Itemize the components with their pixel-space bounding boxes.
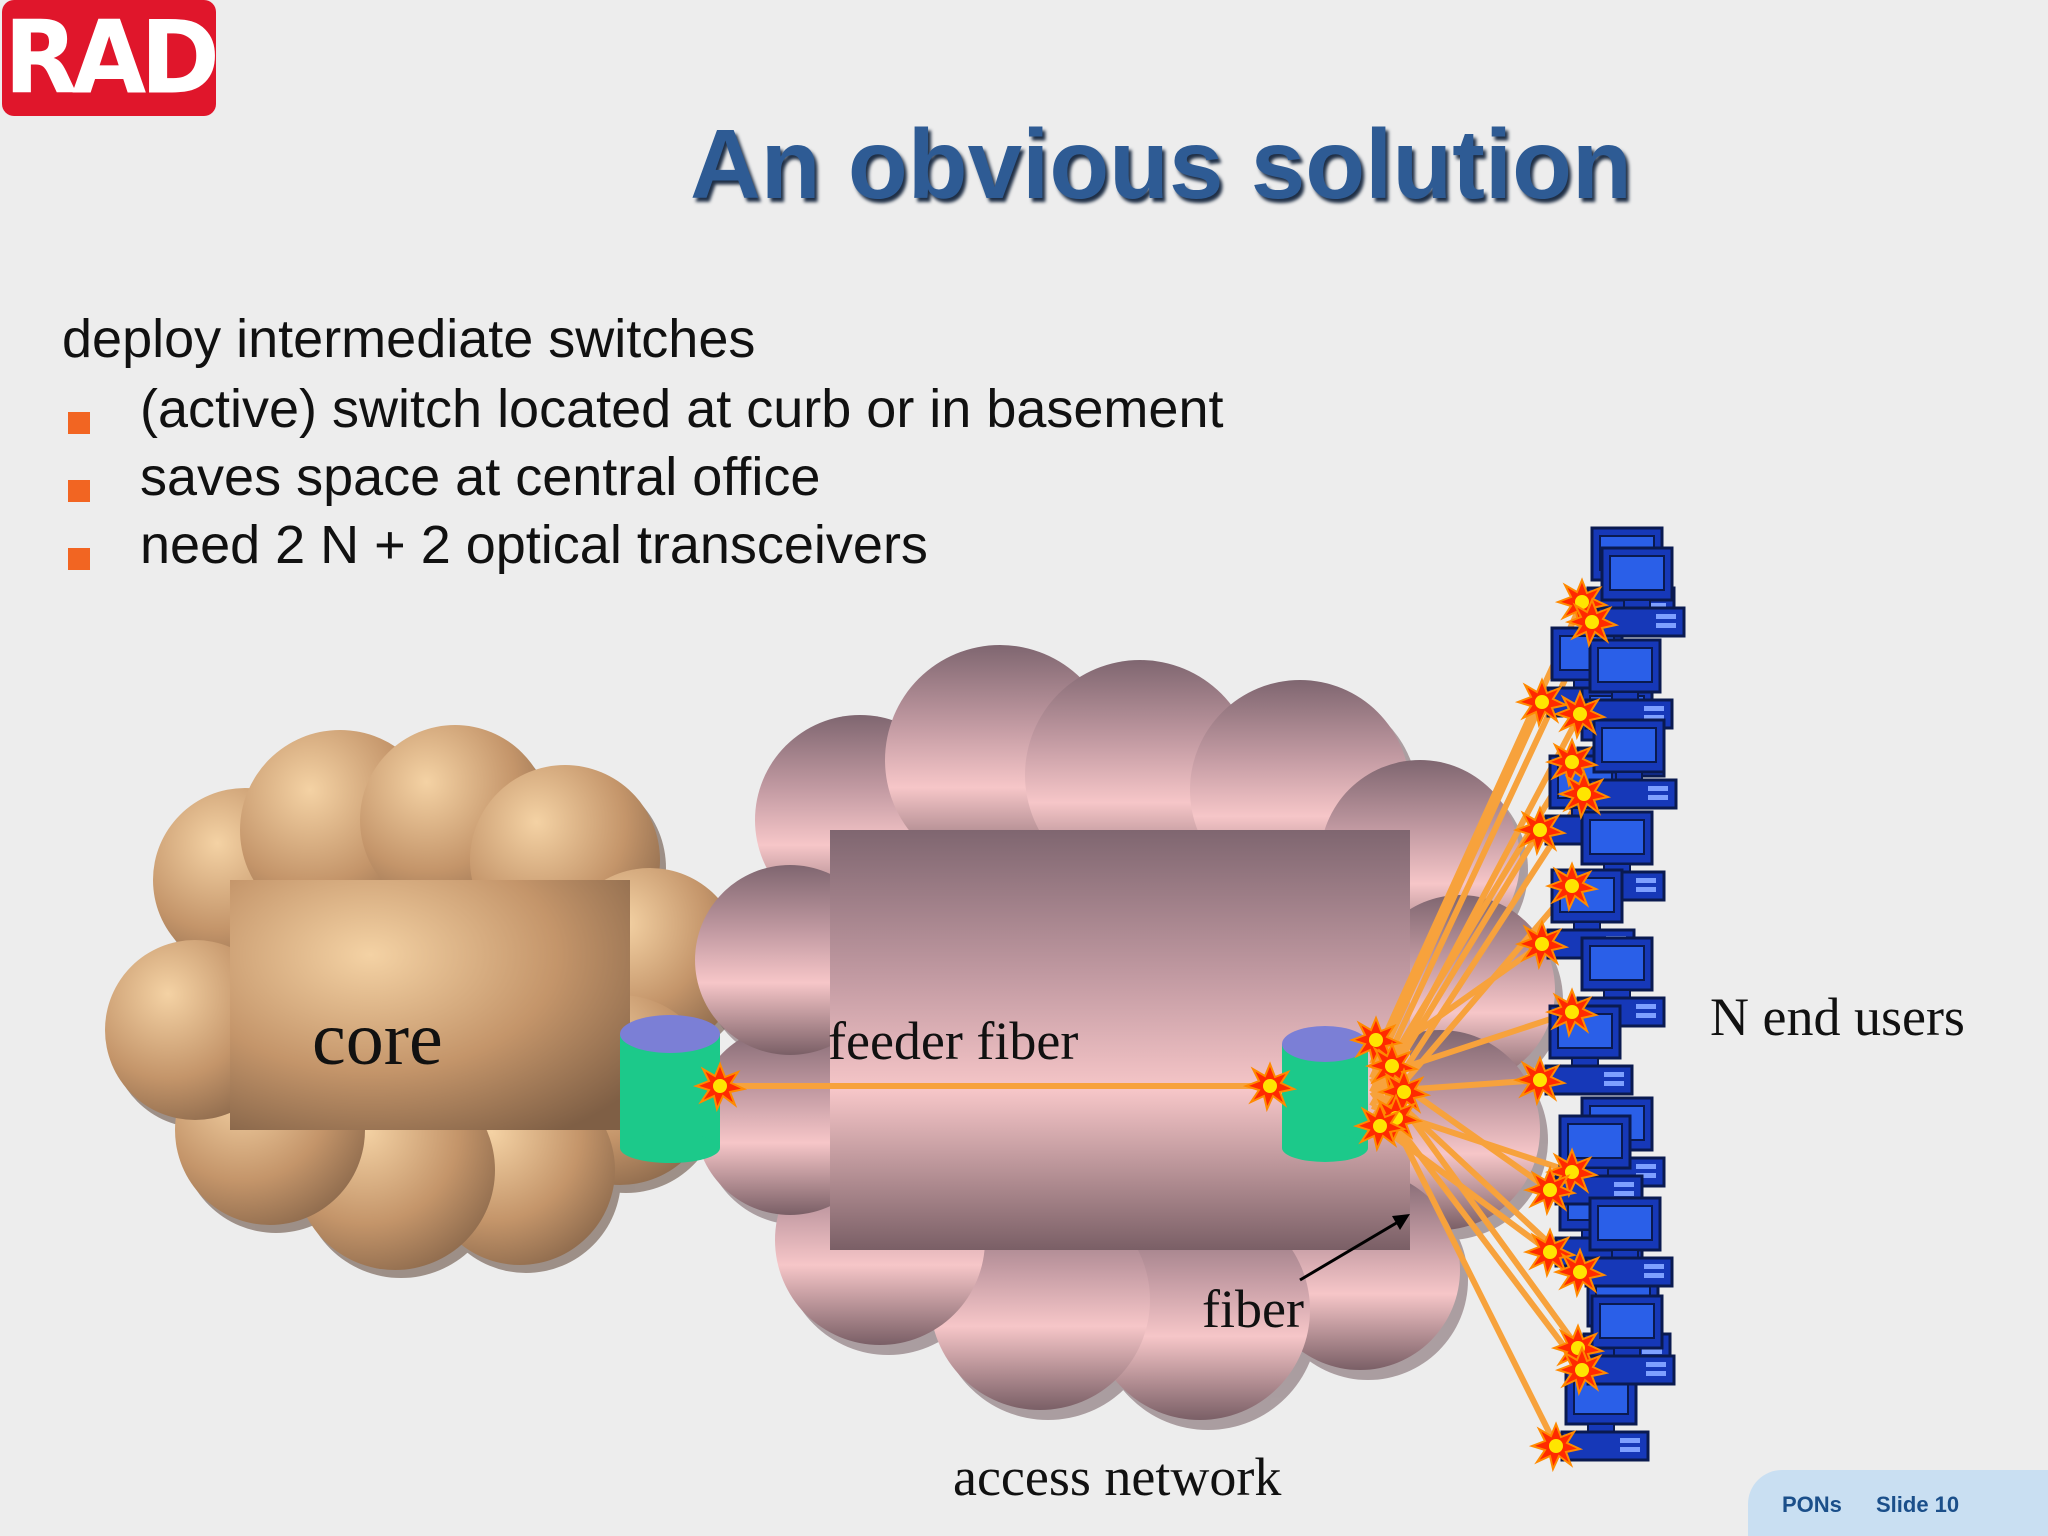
rad-logo-text: RAD [4,0,220,117]
bullet-square-icon [68,412,90,434]
access-network-label: access network [953,1447,1282,1507]
footer-tab: PONs Slide 10 [1748,1470,2048,1536]
drop-fiber-line [1369,1076,1559,1448]
fiber-pointer-arrow [1299,1214,1410,1282]
drop-fiber-line [1369,600,1585,1066]
bullet-square-icon [68,480,90,502]
curb-switch-cylinder [1282,1026,1368,1162]
drop-fiber-line [1369,1090,1585,1372]
footer-slide-number: Slide 10 [1876,1492,1960,1517]
fiber-label: fiber [1202,1279,1304,1339]
core-switch-cylinder [620,1015,720,1163]
core-cloud [105,725,748,1278]
access-network-cloud [695,645,1563,1430]
drop-fiber-line [1369,700,1545,1080]
slide-title: An obvious solution [690,109,1632,219]
rad-logo: RAD [2,0,220,117]
drop-fiber-line [1369,712,1583,1108]
end-users-label: N end users [1710,987,1965,1047]
footer-section: PONs [1782,1492,1842,1517]
drop-fiber-line [1370,941,1544,1067]
feeder-fiber-label: feeder fiber [828,1011,1079,1071]
bullet-square-icon [68,548,90,570]
intro-text: deploy intermediate switches [62,309,756,369]
core-label: core [312,997,443,1081]
end-user-computers [1544,526,1686,1462]
